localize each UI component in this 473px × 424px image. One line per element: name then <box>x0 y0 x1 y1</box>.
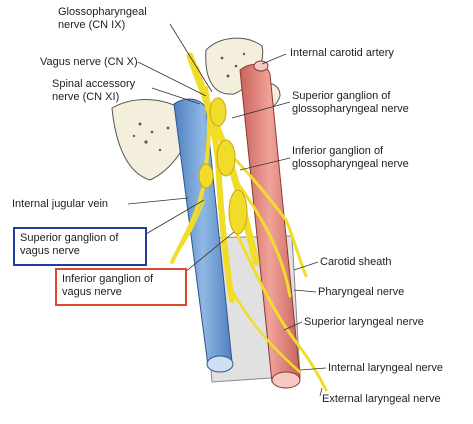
label-glossopharyngeal-nerve: Glossopharyngeal nerve (CN IX) <box>58 6 147 31</box>
label-internal-laryngeal-nerve: Internal laryngeal nerve <box>328 362 443 374</box>
superior-ganglion-vagus-shape <box>198 163 214 189</box>
highlight-inferior-ganglion-vagus: Inferior ganglion of vagus nerve <box>55 268 187 306</box>
superior-ganglion-glosso-shape <box>209 97 227 127</box>
label-inferior-ganglion-glossopharyngeal: Inferior ganglion of glossopharyngeal ne… <box>292 145 409 170</box>
bone-dots <box>132 122 170 152</box>
leader-lines <box>127 23 327 397</box>
inferior-ganglion-vagus-shape <box>228 189 248 235</box>
inferior-ganglion-glosso-shape <box>216 139 236 177</box>
label-carotid-sheath: Carotid sheath <box>320 256 392 268</box>
label-external-laryngeal-nerve: External laryngeal nerve <box>322 393 441 405</box>
label-spinal-accessory-nerve: Spinal accessory nerve (CN XI) <box>52 78 136 103</box>
label-vagus-nerve: Vagus nerve (CN X) <box>40 56 138 68</box>
skull-base-bone <box>111 99 197 181</box>
internal-jugular-vein <box>173 98 233 367</box>
label-internal-carotid-artery: Internal carotid artery <box>290 47 394 59</box>
highlight-superior-ganglion-vagus: Superior ganglion of vagus nerve <box>13 227 147 266</box>
label-internal-jugular-vein: Internal jugular vein <box>12 198 109 210</box>
label-pharyngeal-nerve: Pharyngeal nerve <box>318 286 405 298</box>
label-superior-laryngeal-nerve: Superior laryngeal nerve <box>304 316 424 328</box>
label-superior-ganglion-glossopharyngeal: Superior ganglion of glossopharyngeal ne… <box>292 90 409 115</box>
